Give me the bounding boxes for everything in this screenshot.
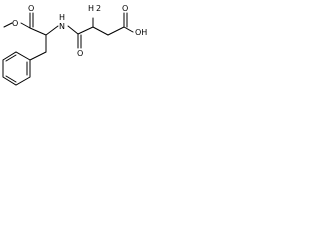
- amide-nh-h-label: H: [59, 13, 65, 22]
- amine-h-label: H: [88, 4, 94, 13]
- bond-acid-c-oh: [123, 26, 134, 33]
- bond-o-ester-c: [20, 22, 31, 29]
- acid-oh-label: OH: [135, 28, 147, 37]
- bond-ch2-acid-c: [107, 26, 125, 36]
- phenyl-inner-bond-2: [5, 75, 17, 83]
- amine-n-label: 2: [96, 4, 101, 13]
- bond-ch-ch2: [92, 26, 109, 36]
- bond-nh-amide-c: [67, 25, 79, 35]
- bond-methyl-o: [3, 22, 13, 28]
- bond-ch2-phenyl: [29, 51, 47, 61]
- amide-carbonyl-o-label: O: [77, 49, 83, 58]
- phenyl-inner-bond-3: [5, 54, 17, 62]
- ester-acid-o-label: O: [122, 4, 128, 13]
- bond-ester-c-alpha-c: [29, 27, 47, 36]
- ester-carbonyl-o-label: O: [28, 4, 34, 13]
- chemical-structure-diagram: O O H N H 2 O O OH: [2, 4, 147, 86]
- bond-alpha-c-nh: [45, 25, 59, 36]
- amide-n-label: N: [59, 22, 65, 31]
- phenyl-ring: [2, 51, 31, 86]
- bond-amide-c-ch: [77, 26, 94, 35]
- methoxy-o-label: O: [12, 19, 18, 28]
